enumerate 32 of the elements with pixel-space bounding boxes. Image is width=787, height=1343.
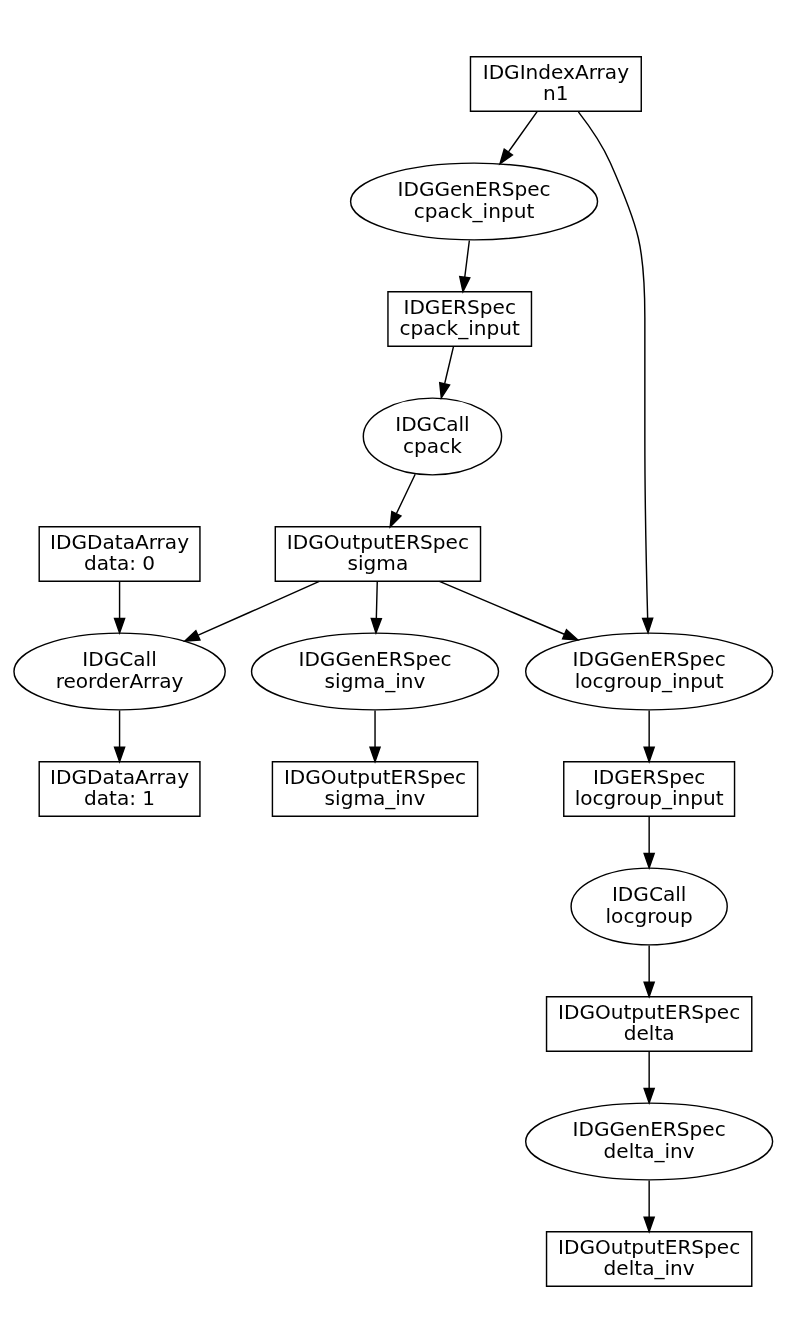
node-ellipse: IDGGenERSpec sigma_inv xyxy=(250,632,500,711)
arrow xyxy=(643,815,656,871)
node-box: IDGERSpec cpack_input xyxy=(387,291,533,347)
arrow xyxy=(113,709,126,764)
node-box: IDGOutputERSpec sigma_inv xyxy=(271,761,479,817)
arrow xyxy=(438,345,455,400)
node-box: IDGOutputERSpec delta xyxy=(545,996,753,1052)
node-box: IDGOutputERSpec sigma xyxy=(274,526,482,582)
node-ellipse: IDGGenERSpec locgroup_input xyxy=(524,632,774,711)
node-box: IDGOutputERSpec delta_inv xyxy=(545,1231,753,1287)
arrow xyxy=(643,1050,656,1105)
arrow xyxy=(113,580,126,636)
arrow xyxy=(389,473,416,529)
node-ellipse: IDGCall cpack xyxy=(362,397,503,476)
arrow xyxy=(643,944,656,999)
arrow xyxy=(643,709,656,764)
arrow xyxy=(458,239,471,294)
arrow xyxy=(498,110,538,166)
node-box: IDGDataArray data: 0 xyxy=(38,526,201,582)
node-ellipse: IDGCall reorderArray xyxy=(13,632,226,711)
node-box: IDGDataArray data: 1 xyxy=(38,761,201,817)
node-ellipse: IDGCall locgroup xyxy=(570,867,728,946)
arrow xyxy=(643,1179,656,1234)
node-ellipse: IDGGenERSpec cpack_input xyxy=(349,162,599,241)
node-ellipse: IDGGenERSpec delta_inv xyxy=(524,1102,774,1181)
arrow xyxy=(438,580,580,641)
node-box: IDGERSpec locgroup_input xyxy=(563,761,736,817)
arrow xyxy=(370,580,383,636)
arrow xyxy=(369,709,382,764)
node-box: IDGIndexArray n1 xyxy=(469,56,642,112)
arrow xyxy=(577,111,654,635)
arrow xyxy=(182,580,320,642)
